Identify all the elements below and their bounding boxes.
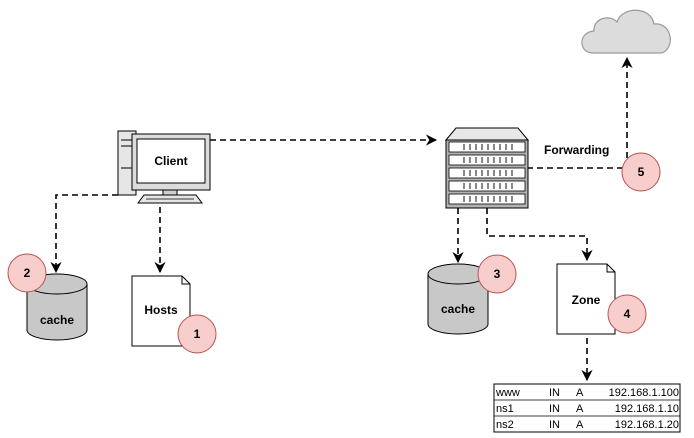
step-number: 5: [638, 165, 645, 179]
record-class: IN: [549, 387, 560, 399]
record-type: A: [576, 419, 584, 431]
zone-label: Zone: [572, 293, 601, 307]
step-number: 2: [24, 266, 31, 280]
step-number: 4: [624, 307, 631, 321]
step-2: 2: [7, 253, 47, 293]
cache-server-label: cache: [441, 302, 475, 316]
desktop-computer-icon: [117, 130, 211, 204]
step-number: 3: [494, 267, 501, 281]
step-4: 4: [607, 294, 647, 334]
server-slots: [448, 141, 526, 205]
step-number: 1: [194, 327, 201, 341]
server-slot: [448, 154, 526, 166]
record-class: IN: [549, 403, 560, 415]
server-slot: [448, 193, 526, 205]
step-3: 3: [477, 254, 517, 294]
record-type: A: [576, 403, 584, 415]
record-name: ns2: [496, 419, 514, 431]
cloud-icon: [581, 9, 671, 54]
record-name: www: [495, 387, 520, 399]
edge-client-cache: [50, 194, 118, 274]
server-slot: [448, 180, 526, 192]
document-icon: [131, 275, 191, 347]
record-name: ns1: [496, 403, 514, 415]
database-cylinder-icon: [26, 273, 88, 341]
client-label: Client: [154, 154, 187, 168]
step-1: 1: [177, 314, 217, 354]
hosts-label: Hosts: [144, 303, 178, 317]
record-type: A: [576, 387, 584, 399]
record-value: 192.168.1.100: [609, 387, 679, 399]
record-value: 192.168.1.10: [615, 403, 679, 415]
edge-server-zone: [486, 208, 593, 262]
forwarding-label: Forwarding: [544, 143, 609, 157]
cache-client-label: cache: [40, 313, 74, 327]
zone-records-table: [493, 383, 681, 433]
server-slot: [448, 141, 526, 153]
server-slot: [448, 167, 526, 179]
record-class: IN: [549, 419, 560, 431]
step-5: 5: [621, 152, 661, 192]
record-value: 192.168.1.20: [615, 419, 679, 431]
